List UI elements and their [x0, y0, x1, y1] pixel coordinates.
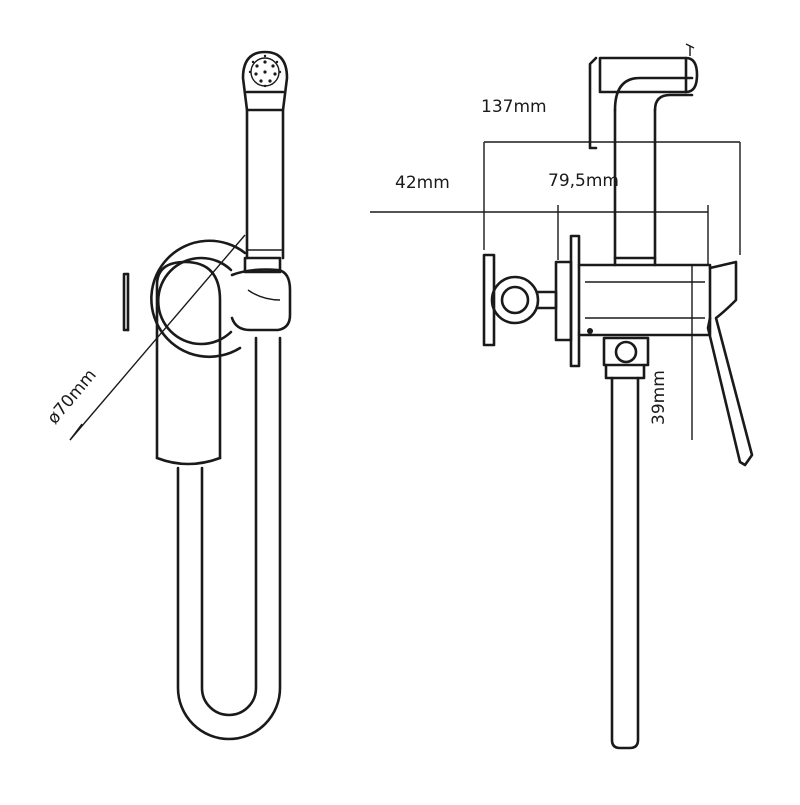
front-view: ø70mm — [44, 50, 292, 741]
dim-body-length: 79,5mm — [548, 171, 709, 265]
side-handset — [588, 43, 699, 267]
dim-total-depth: 137mm — [481, 97, 741, 255]
side-mixer-body — [577, 263, 712, 337]
diameter-dimension: ø70mm — [44, 234, 246, 441]
hose — [176, 336, 282, 741]
shower-handset — [241, 50, 289, 260]
side-lever-handle — [706, 260, 754, 467]
diameter-label: ø70mm — [44, 365, 101, 428]
handset-holder — [230, 256, 292, 332]
dim-lever-height-label: 39mm — [649, 370, 669, 425]
side-view: 137mm 42mm 79,5mm 39mm — [370, 43, 754, 750]
dim-body-length-label: 79,5mm — [548, 171, 619, 191]
side-wall-flange — [482, 234, 581, 368]
mixer-body — [155, 260, 222, 466]
dim-wall-offset-label: 42mm — [395, 173, 450, 193]
side-outlet-ring — [490, 275, 558, 325]
spray-holes — [248, 54, 282, 88]
dim-wall-offset: 42mm — [370, 173, 559, 260]
dim-total-depth-label: 137mm — [481, 97, 547, 117]
wall-plate — [122, 239, 247, 359]
dim-lever-height: 39mm — [649, 265, 693, 440]
side-hose-connector — [602, 336, 650, 750]
